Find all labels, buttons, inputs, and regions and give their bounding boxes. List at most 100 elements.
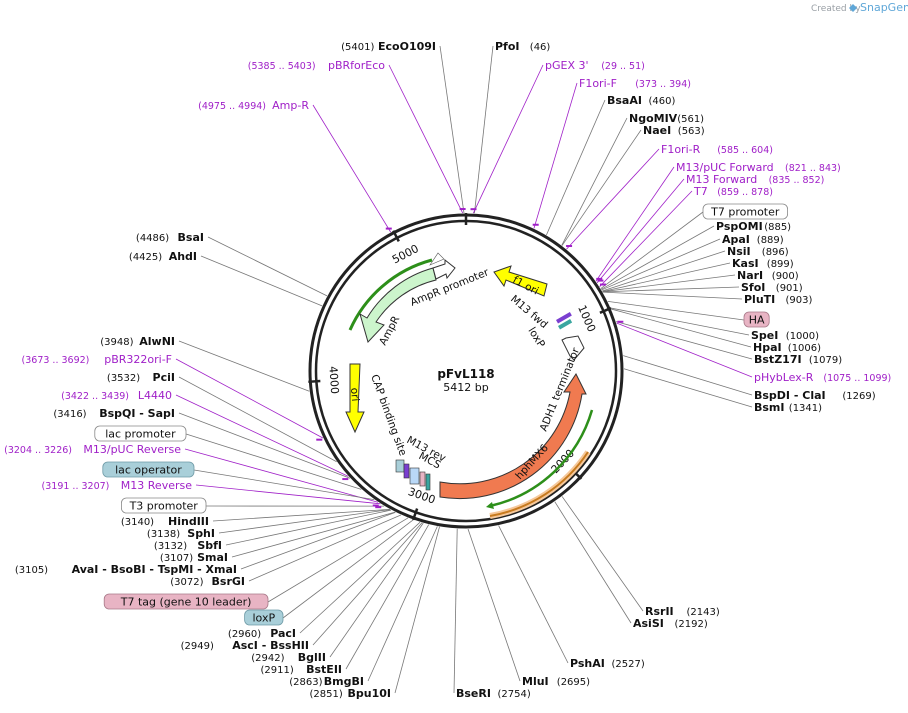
leader-line xyxy=(329,522,424,658)
hphmx6-feature-arrow[interactable] xyxy=(439,373,587,500)
primer-f1orir[interactable]: F1ori-R(585 .. 604) xyxy=(566,143,773,248)
enzyme-name: PspOMI xyxy=(716,220,763,233)
primer-pbr322[interactable]: pBR322ori-F(3673 .. 3692) xyxy=(22,353,323,441)
leader-line xyxy=(185,433,362,490)
enzyme-name: PshAI xyxy=(570,657,605,670)
primer-range: (5385 .. 5403) xyxy=(248,61,316,72)
enzyme-position: (2192) xyxy=(675,619,708,630)
enzyme-position: (3948) xyxy=(100,337,133,348)
enzyme-site-rsrii[interactable]: RsrII(2143) xyxy=(645,605,720,618)
enzyme-site-kasi[interactable]: KasI(899) xyxy=(732,257,794,270)
enzyme-position: (2754) xyxy=(498,689,531,700)
enzyme-site-smai[interactable]: SmaI(3107) xyxy=(160,551,228,564)
feature-box-t3prom[interactable]: T3 promoter xyxy=(121,497,207,514)
enzyme-site-naei[interactable]: NaeI(563) xyxy=(643,124,705,137)
enzyme-site-bsrgi[interactable]: BsrGI(3072) xyxy=(170,575,245,588)
enzyme-site-nsii[interactable]: NsiI(896) xyxy=(727,245,789,258)
leader-line xyxy=(299,521,421,634)
enzyme-site-pspomi[interactable]: PspOMI(885) xyxy=(716,220,791,233)
feature-box-ha[interactable]: HA xyxy=(743,311,770,328)
ori-feature-arrow[interactable] xyxy=(345,363,365,434)
feature-box-label: lac promoter xyxy=(105,428,176,441)
promoter-dot-mark xyxy=(429,252,445,266)
enzyme-site-apai[interactable]: ApaI (889) xyxy=(722,233,784,246)
adh1-terminator-arrow[interactable] xyxy=(561,335,585,361)
primer-m13pucrev[interactable]: M13/pUC Reverse(3204 .. 3226) xyxy=(4,443,379,507)
enzyme-name: BspQI - SapI xyxy=(99,407,175,420)
ampr-outline-arc xyxy=(348,258,433,331)
enzyme-site-mlui[interactable]: MluI(2695) xyxy=(522,675,590,688)
enzyme-site-pfoi[interactable]: PfoI(46) xyxy=(495,40,550,53)
orange-arc xyxy=(489,451,589,517)
enzyme-name: PciI xyxy=(153,371,175,384)
feature-box-bg xyxy=(121,497,207,514)
enzyme-site-sphi[interactable]: SphI(3138) xyxy=(147,527,215,540)
enzyme-site-eco0109i[interactable]: EcoO109I(5401) xyxy=(341,40,436,53)
feature-box-t7prom[interactable]: T7 promoter xyxy=(702,203,788,220)
enzyme-site-asci[interactable]: AscI - BssHII(2949) xyxy=(181,639,309,652)
enzyme-name: ApaI xyxy=(722,233,750,246)
feature-box-loxp[interactable]: loxP xyxy=(244,609,284,626)
mcs-cluster[interactable] xyxy=(395,459,431,491)
enzyme-site-avai[interactable]: AvaI - BsoBI - TspMI - XmaI(3105) xyxy=(15,563,237,576)
enzyme-site-paci[interactable]: PacI(2960) xyxy=(228,627,296,640)
primer-name: M13 Forward xyxy=(686,173,757,186)
enzyme-site-bseri[interactable]: BseRI(2754) xyxy=(456,687,531,700)
enzyme-site-bstz17i[interactable]: BstZ17I(1079) xyxy=(754,353,842,366)
enzyme-site-bsteii[interactable]: BstEII(2911) xyxy=(261,663,342,676)
feature-box-bg xyxy=(244,609,284,626)
enzyme-site-bsmi[interactable]: BsmI(1341) xyxy=(754,401,822,414)
enzyme-site-bsai[interactable]: BsaI(4486) xyxy=(136,231,204,244)
enzyme-site-sfoi[interactable]: SfoI(901) xyxy=(741,281,803,294)
enzyme-site-bspqi[interactable]: BspQI - SapI(3416) xyxy=(53,407,175,420)
enzyme-site-plutI[interactable]: PluTI(903) xyxy=(744,293,812,306)
primer-m13puc[interactable]: M13/pUC Forward(821 .. 843) xyxy=(596,161,841,280)
leader-line xyxy=(248,514,402,582)
enzyme-name: KasI xyxy=(732,257,759,270)
enzyme-site-bsaai[interactable]: BsaAI(460) xyxy=(607,94,675,107)
enzyme-site-spei[interactable]: SpeI(1000) xyxy=(751,329,819,342)
feature-box-t7tag[interactable]: T7 tag (gene 10 leader) xyxy=(103,593,269,610)
f1-ori-feature-arrow[interactable] xyxy=(493,265,548,297)
enzyme-site-asisi[interactable]: AsiSI(2192) xyxy=(633,617,708,630)
enzyme-site-ngomiv[interactable]: NgoMIV(561) xyxy=(629,112,704,125)
enzyme-site-alwni[interactable]: AlwNI(3948) xyxy=(100,335,175,348)
feature-box-lacprom[interactable]: lac promoter xyxy=(94,425,187,442)
ampr-promoter-arrow[interactable] xyxy=(432,258,456,280)
ampr-feature-arrow[interactable] xyxy=(359,267,437,343)
feature-box-lacop[interactable]: lac operator xyxy=(102,461,195,478)
enzyme-position: (1006) xyxy=(788,343,821,354)
enzyme-site-bspdi[interactable]: BspDI - ClaI(1269) xyxy=(754,389,876,402)
enzyme-site-bpu10i[interactable]: Bpu10I(2851) xyxy=(310,687,391,700)
leader-line xyxy=(367,526,438,682)
primer-phyblexr[interactable]: pHybLex-R(1075 .. 1099) xyxy=(617,320,891,384)
primer-t7[interactable]: T7(859 .. 878) xyxy=(599,185,773,286)
enzyme-site-nari[interactable]: NarI(900) xyxy=(737,269,799,282)
enzyme-name: BglII xyxy=(298,651,326,664)
enzyme-site-bglii[interactable]: BglII(2942) xyxy=(251,651,326,664)
enzyme-site-sbfi[interactable]: SbfI(3132) xyxy=(154,539,222,552)
enzyme-position: (889) xyxy=(757,235,784,246)
feature-box-label: T7 promoter xyxy=(710,206,780,219)
enzyme-site-hindiii[interactable]: HindIII(3140) xyxy=(121,515,209,528)
enzyme-name: BsaAI xyxy=(607,94,642,107)
primer-m13fwd[interactable]: M13 Forward(835 .. 852) xyxy=(597,173,824,282)
plasmid-length: 5412 bp xyxy=(443,381,488,394)
green-arc-head xyxy=(486,502,494,509)
plasmid-name: pFvL118 xyxy=(437,367,494,381)
enzyme-site-psh ai[interactable]: PshAI(2527) xyxy=(570,657,645,670)
leader-line xyxy=(601,238,721,291)
primer-m13rev[interactable]: M13 Reverse(3191 .. 3207) xyxy=(42,479,382,509)
enzyme-site-bmgbi[interactable]: BmgBI(2863) xyxy=(289,675,364,688)
outer-labels: EcoO109I(5401) PfoI(46) BsaAI(460) NgoMIV(5… xyxy=(4,40,891,700)
enzyme-site-ahdi[interactable]: AhdI(4425) xyxy=(129,250,197,263)
primer-l4440[interactable]: L4440(3422 .. 3439) xyxy=(61,389,349,481)
primer-f1orif[interactable]: F1ori-F(373 .. 394) xyxy=(532,77,691,226)
primer-pbrforeco[interactable]: pBRforEco(5385 .. 5403) xyxy=(248,59,466,211)
enzyme-site-pcii[interactable]: PciI(3532) xyxy=(107,371,175,384)
primer-ampr[interactable]: Amp-R(4975 .. 4994) xyxy=(198,99,392,230)
enzyme-site-hpai[interactable]: HpaI(1006) xyxy=(753,341,821,354)
leader-line xyxy=(554,501,632,624)
primer-pgex3[interactable]: pGEX 3'(29 .. 51) xyxy=(470,59,645,211)
primer-range: (3191 .. 3207) xyxy=(42,481,110,492)
